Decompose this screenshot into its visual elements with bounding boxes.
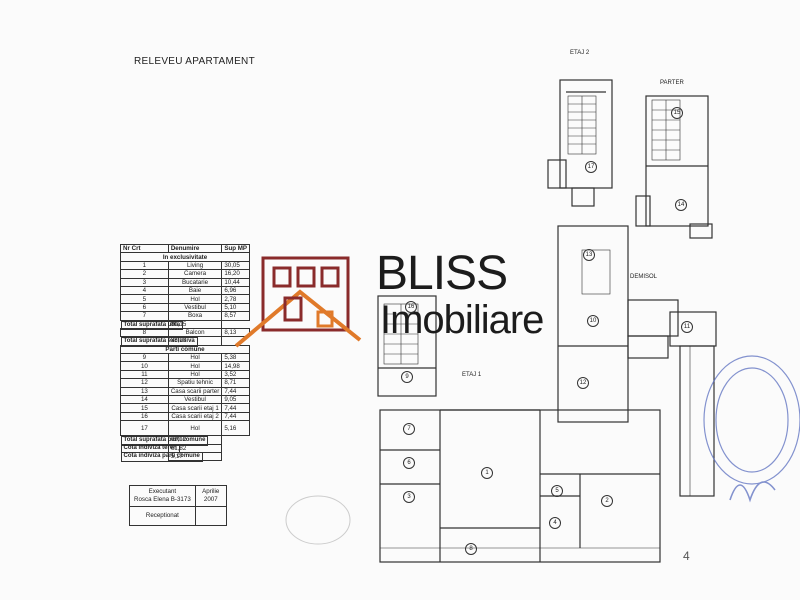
room-number: 8 <box>465 543 477 555</box>
room-number: 10 <box>587 315 599 327</box>
label-demisol: DEMISOL <box>630 274 658 280</box>
room-number: 14 <box>675 199 687 211</box>
brand-name: BLISS <box>376 247 508 300</box>
faded-stamp <box>285 495 351 545</box>
common-share-label: Cota indiviza parti comune <box>120 452 203 462</box>
parter-outline <box>645 95 709 227</box>
cell-nr: 16 <box>120 411 169 422</box>
executor-box: Executant Rosca Elena B-3173 Aprilie 200… <box>129 485 227 526</box>
page-number: 4 <box>683 549 690 563</box>
room-number: 6 <box>403 457 415 469</box>
room-number: 15 <box>671 107 683 119</box>
cell-area: 7,44 <box>221 411 250 422</box>
room-number: 4 <box>549 517 561 529</box>
brand-logo <box>234 256 362 348</box>
received-blank <box>194 506 227 526</box>
cell-area: 5,16 <box>221 420 250 437</box>
room-number: 11 <box>681 321 693 333</box>
executor-name: Rosca Elena B-3173 <box>134 496 191 503</box>
room-number: 5 <box>551 485 563 497</box>
room-number: 1 <box>481 467 493 479</box>
label-parter: PARTER <box>660 80 684 86</box>
room-number: 12 <box>577 377 589 389</box>
cell-area: 8,57 <box>221 311 250 321</box>
executor-label: Executant <box>148 488 177 495</box>
room-number: 9 <box>401 371 413 383</box>
official-stamp <box>703 355 800 503</box>
document-title: RELEVEU APARTAMENT <box>134 56 255 67</box>
room-number: 2 <box>601 495 613 507</box>
room-number: 3 <box>403 491 415 503</box>
total-exclusive-label: Total suprafata exclusiva <box>120 337 198 347</box>
apartment-outline <box>379 409 661 563</box>
room-number: 17 <box>585 161 597 173</box>
cell-name: Casa scarii etaj 2 <box>167 411 223 422</box>
room-number: 7 <box>403 423 415 435</box>
total-useful-label: Total suprafata utila <box>120 320 184 330</box>
etaj1-stair-outline <box>377 295 437 397</box>
label-etaj2: ETAJ 2 <box>570 50 590 56</box>
room-number: 13 <box>583 249 595 261</box>
cell-nr: 7 <box>120 311 169 321</box>
room-number: 16 <box>405 301 417 313</box>
label-etaj1: ETAJ 1 <box>462 372 482 378</box>
area-table: Nr Crt Denumire Sup MP In exclusivitate … <box>120 243 250 462</box>
cell-nr: 17 <box>120 420 169 437</box>
